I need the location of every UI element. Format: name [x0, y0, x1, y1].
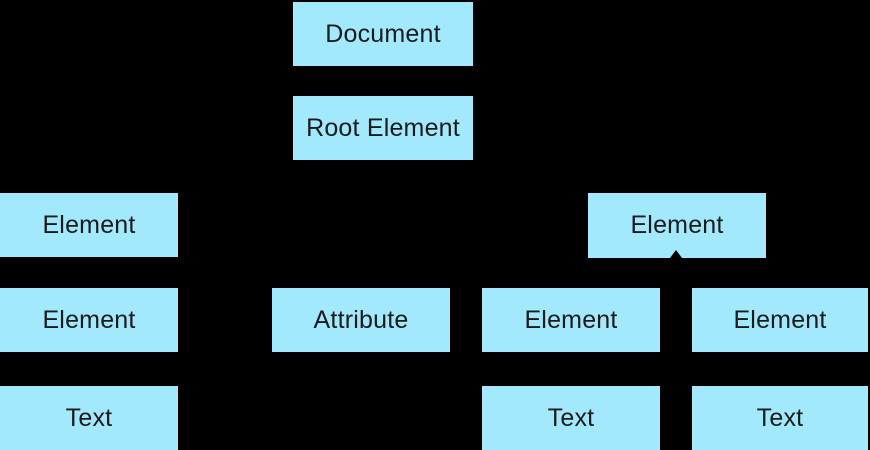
node-text-mid: Text: [482, 386, 660, 450]
node-element-left: Element: [0, 193, 178, 257]
node-text-left: Text: [0, 386, 178, 450]
node-element-right: Element: [588, 193, 766, 258]
node-attribute: Attribute: [272, 288, 450, 352]
node-text-right: Text: [692, 386, 868, 450]
node-element-far-right: Element: [692, 288, 868, 352]
node-element-mid: Element: [482, 288, 660, 352]
node-root-element: Root Element: [293, 96, 473, 160]
connector-arrowhead-icon: [670, 250, 682, 258]
node-element-left-child: Element: [0, 288, 178, 352]
node-document: Document: [293, 2, 473, 66]
